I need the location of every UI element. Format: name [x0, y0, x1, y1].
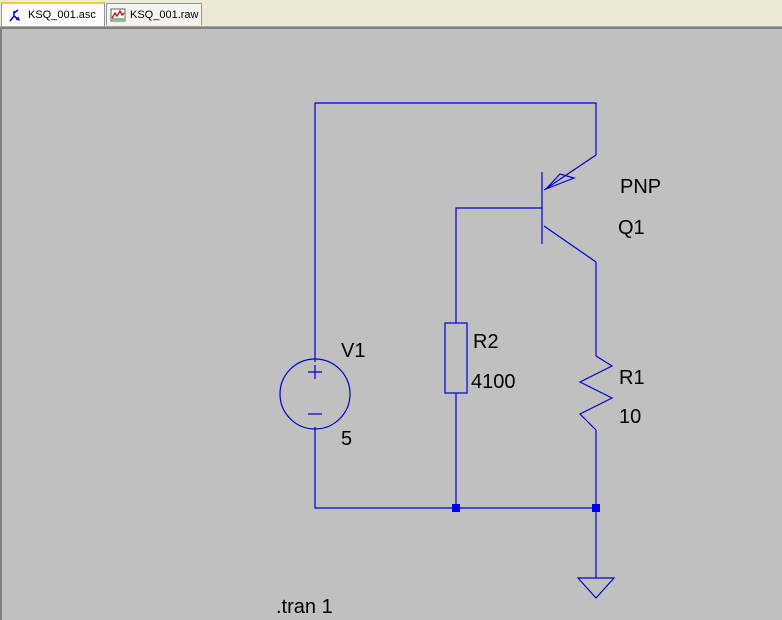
r1-name-label[interactable]: R1 — [619, 367, 645, 389]
voltage-source-v1[interactable] — [279, 358, 351, 430]
spice-directive[interactable]: .tran 1 — [276, 596, 333, 618]
v1-value-label[interactable]: 5 — [341, 428, 352, 450]
r2-value-label[interactable]: 4100 — [471, 371, 516, 393]
ground-icon[interactable] — [576, 577, 616, 599]
pnp-transistor-q1[interactable] — [541, 154, 597, 263]
q1-name-label[interactable]: Q1 — [618, 217, 645, 239]
wire-base-to-r2[interactable] — [455, 207, 542, 323]
q1-model-label[interactable]: PNP — [620, 176, 661, 198]
waveform-icon — [110, 8, 126, 21]
schematic-drawing[interactable]: PNP Q1 V1 5 R2 4100 R1 10 .tran 1 — [2, 29, 782, 620]
tab-schematic-label: KSQ_001.asc — [28, 9, 96, 21]
junction-dot — [592, 504, 600, 512]
wire-v1-to-emitter[interactable] — [314, 102, 597, 362]
transistor-emitter-lead — [543, 154, 597, 191]
resistor-r2[interactable] — [444, 322, 468, 394]
r2-name-label[interactable]: R2 — [473, 331, 499, 353]
junction-dot — [452, 504, 460, 512]
r1-value-label[interactable]: 10 — [619, 406, 641, 428]
wire-v1-to-ground[interactable] — [314, 427, 596, 509]
document-tab-bar: KSQ_001.asc KSQ_001.raw — [0, 0, 782, 27]
tab-schematic[interactable]: KSQ_001.asc — [1, 2, 105, 26]
schematic-canvas[interactable]: PNP Q1 V1 5 R2 4100 R1 10 .tran 1 — [0, 27, 782, 620]
transistor-collector-lead — [543, 225, 597, 263]
tab-waveform-label: KSQ_001.raw — [130, 8, 199, 21]
tab-waveform[interactable]: KSQ_001.raw — [106, 3, 202, 25]
resistor-r1[interactable] — [578, 355, 614, 431]
schematic-icon — [9, 9, 20, 22]
plus-sign-icon — [308, 365, 322, 379]
emitter-arrow-icon — [545, 173, 576, 190]
v1-name-label[interactable]: V1 — [341, 340, 365, 362]
